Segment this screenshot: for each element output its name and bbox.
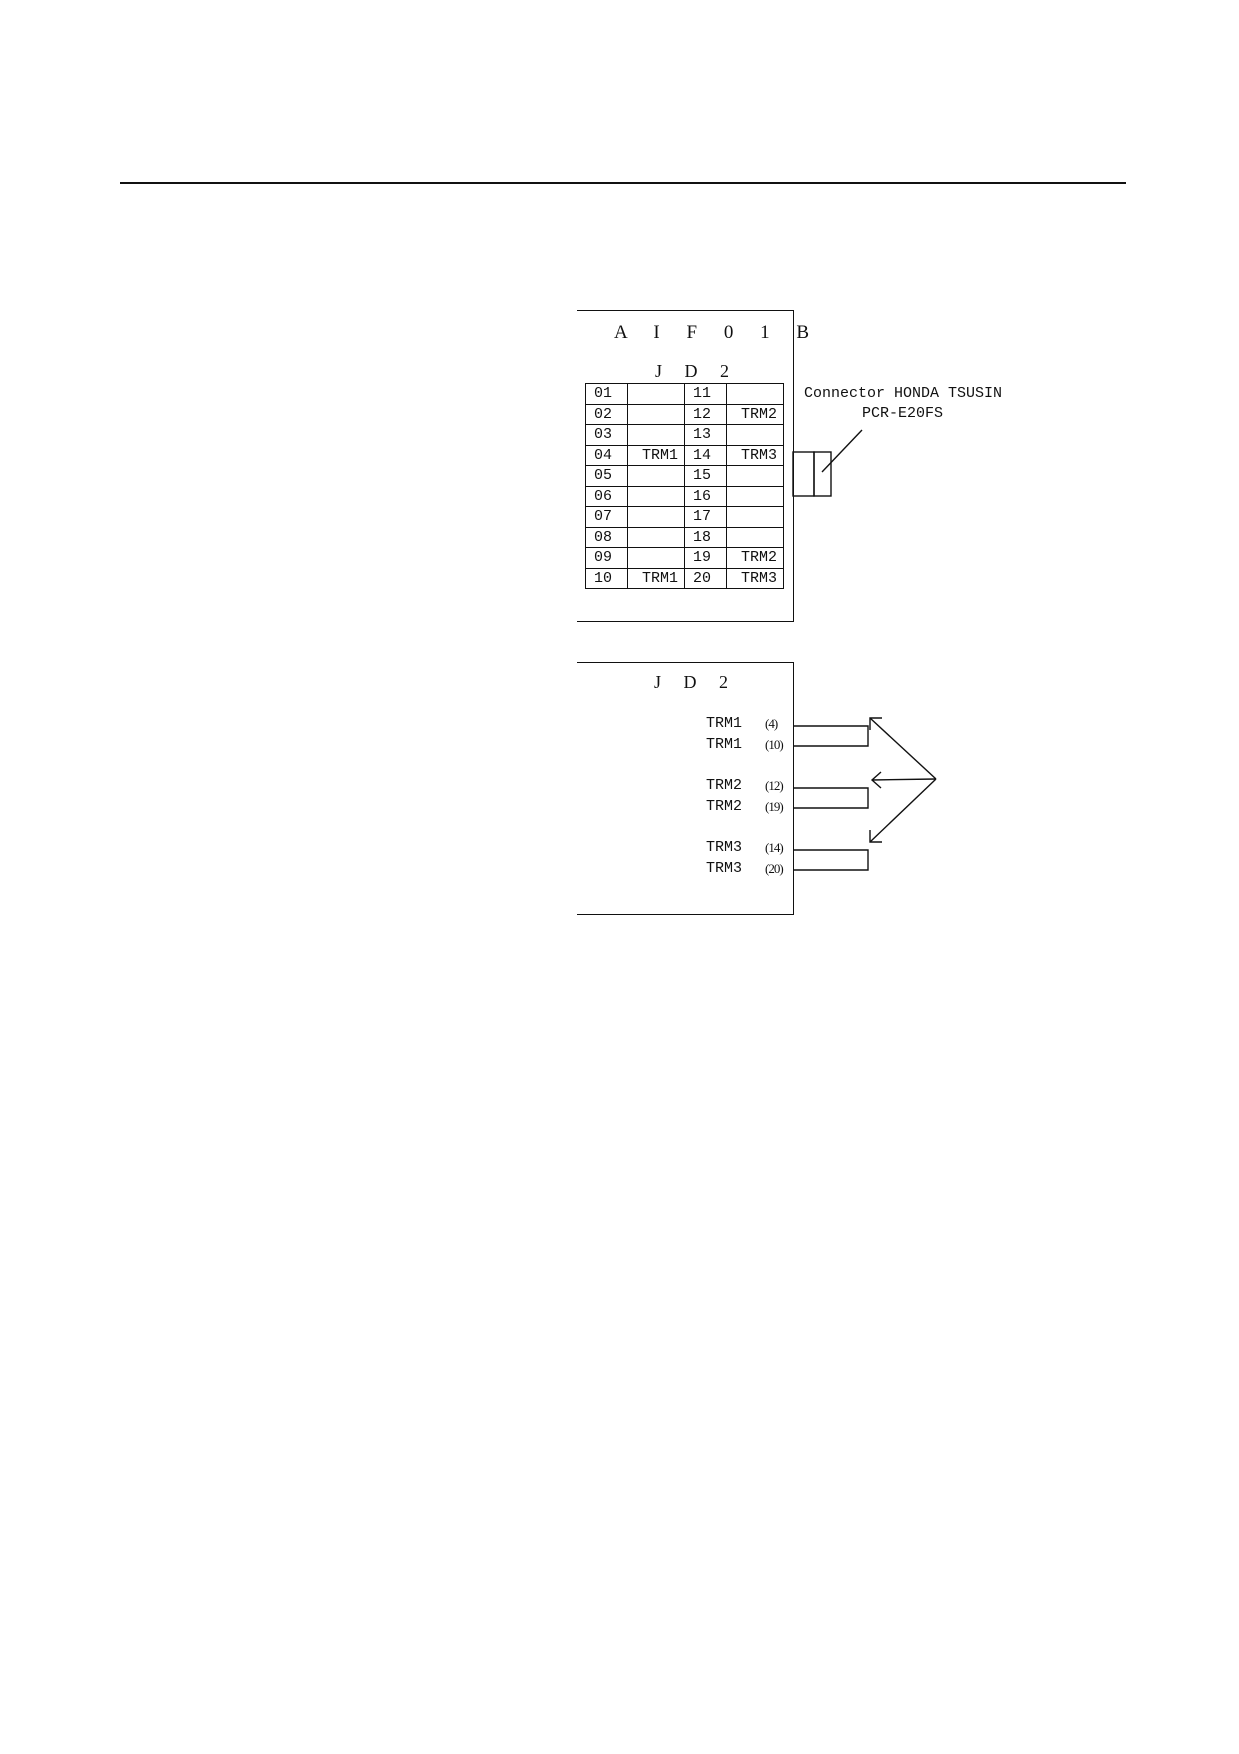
terminator-pin-number: (10) bbox=[765, 737, 784, 752]
pin-number-left: 07 bbox=[585, 506, 628, 528]
signal-right: TRM2 bbox=[726, 547, 784, 569]
connector-leader-line bbox=[821, 429, 863, 473]
pin-number-left: 10 bbox=[585, 567, 628, 589]
pin-number-right: 12 bbox=[684, 403, 727, 425]
terminator-signal-label: TRM3 bbox=[706, 839, 743, 856]
pin-number-left: 05 bbox=[585, 465, 628, 487]
terminator-signal-label: TRM1 bbox=[706, 715, 743, 732]
jumper-trm3 bbox=[793, 849, 869, 871]
pin-number-left: 02 bbox=[585, 403, 628, 425]
pin-table-row: 07 17 bbox=[585, 506, 784, 528]
connector-callout-line2: PCR-E20FS bbox=[862, 405, 944, 422]
signal-left: TRM1 bbox=[627, 444, 685, 466]
pin-number-right: 13 bbox=[684, 424, 727, 446]
terminator-view-title: J D 2 bbox=[654, 672, 738, 692]
pin-number-right: 17 bbox=[684, 506, 727, 528]
pin-number-left: 06 bbox=[585, 485, 628, 507]
arrow-line-trm1 bbox=[869, 717, 937, 780]
header-rule bbox=[120, 182, 1126, 184]
pin-number-right: 20 bbox=[684, 567, 727, 589]
terminator-signal-label: TRM1 bbox=[706, 736, 743, 753]
connector-callout-line1: Connector HONDA TSUSIN bbox=[804, 385, 1003, 402]
arrow-head-icon bbox=[869, 830, 882, 843]
terminator-signal-label: TRM2 bbox=[706, 798, 743, 815]
arrow-head-icon bbox=[869, 717, 882, 730]
terminator-signal-label: TRM2 bbox=[706, 777, 743, 794]
jumper-trm2 bbox=[793, 787, 869, 809]
jumper-trm1 bbox=[793, 725, 869, 747]
connector-table-title: J D 2 bbox=[655, 361, 739, 381]
pin-number-left: 04 bbox=[585, 444, 628, 466]
board-name: A I F 0 1 B bbox=[614, 322, 820, 343]
pin-number-right: 15 bbox=[684, 465, 727, 487]
signal-right: TRM2 bbox=[726, 403, 784, 425]
terminator-signal-label: TRM3 bbox=[706, 860, 743, 877]
arrow-line-trm2 bbox=[871, 778, 937, 781]
arrow-line-trm3 bbox=[869, 778, 937, 843]
signal-right: TRM3 bbox=[726, 567, 784, 589]
terminator-pin-number: (19) bbox=[765, 799, 784, 814]
terminator-pin-number: (12) bbox=[765, 778, 784, 793]
terminator-pin-number: (4) bbox=[765, 716, 778, 731]
arrow-head-icon bbox=[870, 771, 882, 789]
connector-body-inner bbox=[813, 451, 832, 497]
pin-number-right: 14 bbox=[684, 444, 727, 466]
connector-body-outer bbox=[792, 451, 815, 497]
signal-right: TRM3 bbox=[726, 444, 784, 466]
terminator-pin-number: (14) bbox=[765, 840, 784, 855]
pin-number-left: 08 bbox=[585, 526, 628, 548]
terminator-pin-number: (20) bbox=[765, 861, 784, 876]
